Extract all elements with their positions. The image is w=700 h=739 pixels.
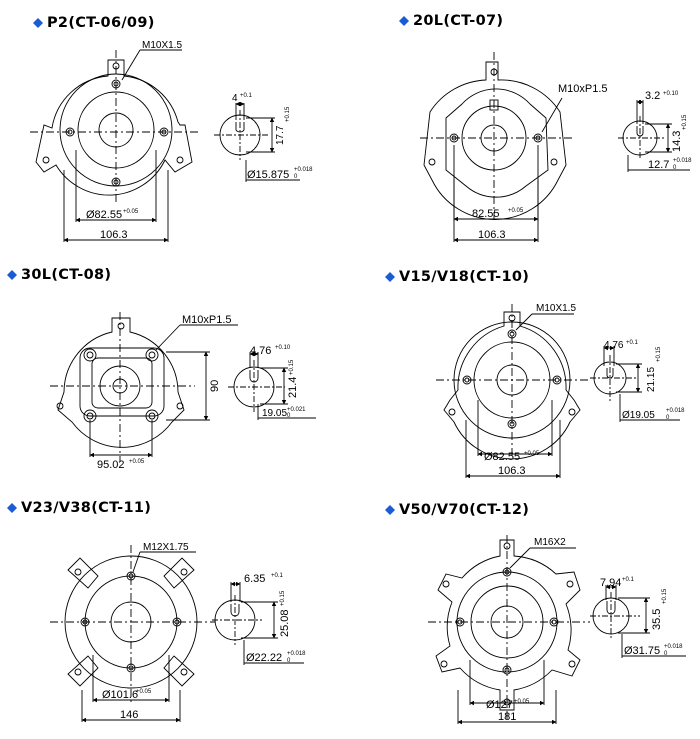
bullet-icon (385, 505, 395, 515)
shaft-tol: +0.021 (287, 407, 306, 413)
pitch-tol: +0.05 (508, 208, 524, 214)
key-height-dim: 14.3 (671, 131, 683, 152)
section-title: P2(CT-06/09) (47, 15, 155, 31)
key-height-dim: 21.4 (287, 377, 299, 398)
overall-dim: 146 (120, 709, 138, 721)
key-height-dim: 35.5 (651, 609, 663, 630)
pitch-tol: +0.05 (514, 699, 530, 705)
section-title: 30L(CT-08) (21, 267, 111, 283)
section-30l: 30L(CT-08) M10xP1.5 90 95.02 +0.05 (7, 267, 316, 471)
key-width-dim: 6.35 (244, 573, 265, 585)
flange-front-view (436, 304, 590, 460)
shaft-tol-low: 0 (294, 174, 298, 180)
shaft-section-view (214, 101, 300, 182)
bullet-icon (7, 270, 17, 280)
shaft-tol: +0.018 (287, 651, 306, 657)
thread-label: M10X1.5 (142, 40, 182, 51)
section-title: 20L(CT-07) (413, 13, 503, 29)
key-width-tol: +0.1 (271, 573, 284, 579)
key-height-tol: +0.15 (656, 346, 662, 362)
pitch-dim: 95.02 (97, 459, 125, 471)
section-v23: V23/V38(CT-11) M12X1.75 Ø101.6 +0.05 14 (7, 500, 306, 723)
overall-dim: 181 (498, 711, 516, 723)
pitch-tol: +0.05 (129, 459, 145, 465)
pitch-dim: Ø101.6 (102, 689, 138, 701)
shaft-tol: +0.018 (666, 408, 685, 414)
thread-label: M10X1.5 (536, 303, 576, 314)
pitch-tol: +0.05 (524, 451, 540, 457)
overall-dim: 90 (209, 380, 221, 392)
key-width-tol: +0.10 (275, 345, 291, 351)
key-height-tol: +0.15 (285, 106, 291, 122)
shaft-tol-low: 0 (666, 415, 670, 421)
shaft-tol-low: 0 (287, 658, 291, 664)
key-width-tol: +0.1 (240, 93, 253, 99)
key-height-dim: 17.7 (275, 125, 286, 145)
shaft-section-view (590, 345, 680, 422)
shaft-dim: Ø31.75 (624, 645, 660, 657)
pitch-tol: +0.05 (136, 689, 152, 695)
section-v15: V15/V18(CT-10) M10X1.5 Ø82.55 +0.05 106.… (385, 269, 685, 479)
shaft-section-view (590, 584, 686, 658)
shaft-tol: +0.018 (664, 644, 683, 650)
bullet-icon (7, 503, 17, 513)
key-height-dim: 25.08 (279, 609, 291, 637)
pitch-dim: 82.55 (472, 208, 500, 220)
pitch-dim: Ø82.55 (484, 451, 520, 463)
thread-label: M16X2 (534, 537, 566, 548)
key-height-tol: +0.15 (662, 588, 668, 604)
key-width-tol: +0.1 (622, 577, 635, 583)
flange-front-view (50, 312, 238, 462)
section-20l: 20L(CT-07) M10xP1.5 82.55 +0.05 106.3 (399, 13, 692, 243)
key-width-dim: 3.2 (645, 90, 660, 102)
key-width-tol: +0.1 (626, 340, 639, 346)
section-v50: V50/V70(CT-12) M16X2 Ø127 +0.05 181 (385, 502, 686, 725)
key-height-tol: +0.15 (682, 114, 688, 130)
shaft-dim: Ø15.875 (247, 169, 289, 181)
section-title: V50/V70(CT-12) (399, 502, 529, 518)
bullet-icon (399, 16, 409, 26)
shaft-tol: +0.018 (673, 158, 692, 164)
thread-label: M12X1.75 (143, 542, 189, 553)
shaft-dim: Ø19.05 (622, 410, 655, 421)
shaft-tol-low: 0 (664, 651, 668, 657)
key-width-dim: 7.94 (600, 577, 621, 589)
shaft-dim: Ø22.22 (246, 652, 282, 664)
bullet-icon (33, 18, 43, 28)
shaft-tol-low: 0 (673, 165, 677, 171)
key-width-dim: 4.76 (250, 345, 271, 357)
flange-front-view (50, 545, 215, 705)
shaft-section-view (618, 99, 690, 172)
shaft-dim: 12.7 (648, 159, 669, 171)
flange-front-view (420, 52, 575, 220)
overall-dim: 106.3 (100, 229, 128, 241)
key-width-dim: 4.76 (604, 340, 624, 351)
pitch-dim: Ø127 (486, 699, 513, 711)
pitch-tol: +0.05 (123, 209, 139, 215)
bullet-icon (385, 272, 395, 282)
key-height-tol: +0.15 (289, 359, 295, 375)
pitch-dim: Ø82.55 (86, 209, 122, 221)
shaft-tol-low: 0 (287, 413, 291, 419)
key-width-tol: +0.10 (663, 91, 679, 97)
flange-front-view (428, 535, 590, 720)
shaft-dim: 19.05 (262, 408, 287, 419)
overall-dim: 106.3 (478, 229, 506, 241)
key-height-tol: +0.15 (280, 590, 286, 606)
section-p2: P2(CT-06/09) M10X1.5 Ø82.55 +0.05 106.3 (30, 15, 313, 243)
shaft-section-view (228, 351, 316, 420)
thread-label: M10xP1.5 (558, 83, 608, 95)
overall-dim: 106.3 (498, 465, 526, 477)
key-height-dim: 21.15 (646, 367, 657, 392)
key-width-dim: 4 (232, 93, 238, 104)
section-title: V15/V18(CT-10) (399, 269, 529, 285)
shaft-tol: +0.018 (294, 167, 313, 173)
section-title: V23/V38(CT-11) (21, 500, 151, 516)
shaft-section-view (212, 581, 304, 665)
flange-front-view (30, 49, 200, 205)
thread-label: M10xP1.5 (182, 314, 232, 326)
